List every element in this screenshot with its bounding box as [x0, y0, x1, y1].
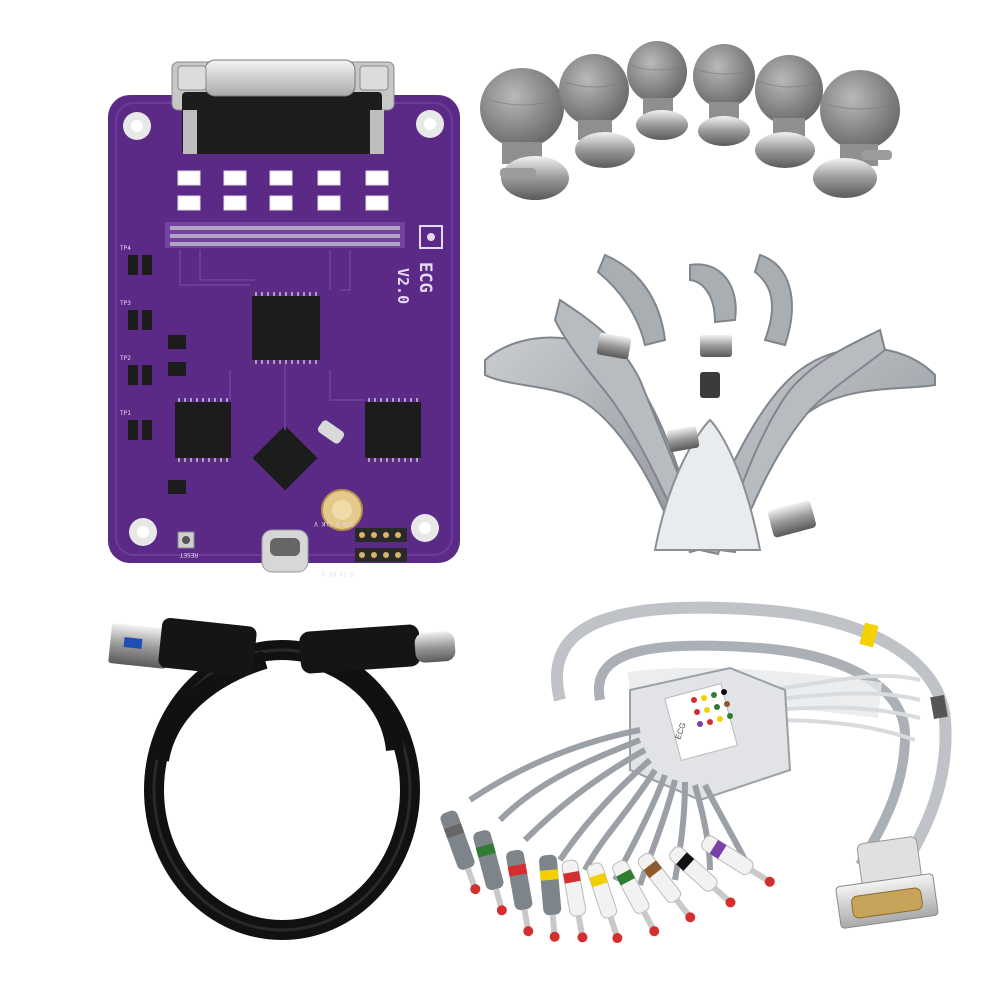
- board-title: ECG: [415, 262, 435, 293]
- tp2-label: TP2: [120, 355, 131, 362]
- mounting-holes: [123, 110, 444, 546]
- tp1-label: TP1: [120, 410, 131, 417]
- ecg-board: ECG V2.0 RESET: [108, 59, 460, 577]
- suction-electrodes: [480, 41, 900, 200]
- adc-chip-right: [365, 402, 421, 458]
- pin-header: [355, 528, 407, 562]
- lead-plugs: [440, 810, 775, 944]
- reset-label: RESET: [180, 551, 198, 558]
- adc-chip-left: [175, 402, 231, 458]
- mcu-chip: [252, 296, 320, 360]
- tp4-label: TP4: [120, 245, 131, 252]
- usb-cable: [108, 618, 456, 940]
- board-version: V2.0: [394, 268, 412, 304]
- usb-a-plug: [108, 618, 257, 677]
- tp3-label: TP3: [120, 300, 131, 307]
- usb-c-plug: [299, 624, 456, 674]
- lead-distribution-box: ECG: [629, 666, 792, 802]
- usb-bridge-chip: [252, 425, 318, 491]
- db15-connector: [171, 59, 395, 154]
- header-labels-top: DIO G CLK V: [314, 520, 354, 527]
- ecg-lead-cable: ECG: [440, 601, 952, 944]
- ecg-logo: [419, 225, 443, 249]
- db15-plug: [835, 836, 939, 929]
- crystal: [317, 420, 345, 444]
- limb-clamp-electrodes: [484, 253, 936, 556]
- smd-pad-rows: [177, 170, 389, 211]
- left-components: [128, 255, 186, 494]
- header-labels-bottom: G TX RX V: [321, 570, 354, 577]
